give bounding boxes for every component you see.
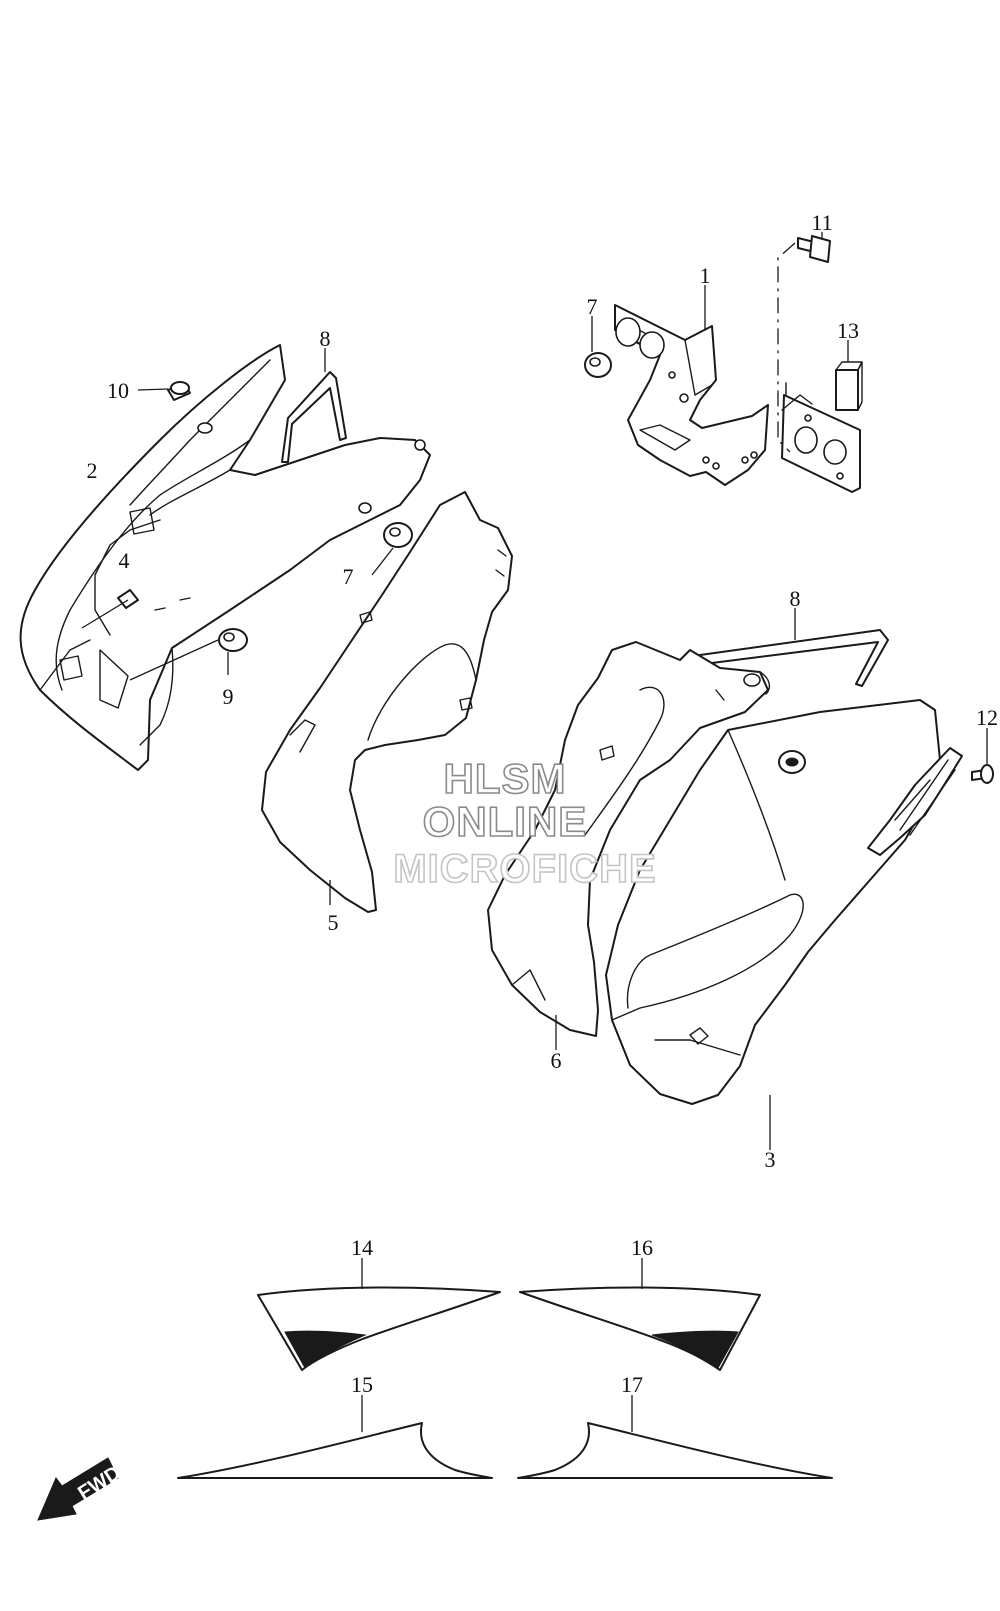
part-1-bracket[interactable] — [614, 304, 861, 493]
part-14-decal[interactable] — [257, 1286, 501, 1371]
callout-12: 12 — [976, 705, 998, 730]
callout-2: 2 — [87, 458, 98, 483]
callout-7-top: 7 — [587, 294, 598, 319]
part-6-inner-panel[interactable] — [487, 641, 771, 1037]
callout-3: 3 — [765, 1147, 776, 1172]
watermark-line-3: MICROFICHE — [393, 847, 656, 891]
part-16-decal[interactable] — [519, 1286, 761, 1371]
callout-17: 17 — [621, 1372, 643, 1397]
part-9-grommet[interactable] — [218, 628, 248, 652]
watermark-line-2: ONLINE — [423, 798, 588, 845]
fwd-arrow-badge: FWD — [37, 1457, 125, 1521]
callout-7-middle: 7 — [343, 564, 354, 589]
watermark: HLSM ONLINE MICROFICHE — [393, 754, 657, 892]
part-13-pad[interactable] — [835, 361, 863, 411]
callout-11: 11 — [811, 210, 832, 235]
part-8-upper-wire-bracket[interactable] — [281, 371, 347, 463]
callout-15: 15 — [351, 1372, 373, 1397]
callout-9: 9 — [223, 684, 234, 709]
callout-5: 5 — [328, 910, 339, 935]
part-7-middle-grommet[interactable] — [383, 522, 413, 548]
callout-13: 13 — [837, 318, 859, 343]
callout-8-lower: 8 — [790, 586, 801, 611]
part-5-inner-panel[interactable] — [261, 491, 513, 913]
callout-10: 10 — [107, 378, 129, 403]
callout-8-upper: 8 — [320, 326, 331, 351]
part-11-bolt[interactable] — [797, 235, 831, 263]
part-2-left-fairing[interactable] — [19, 344, 431, 771]
callout-labels: 1 2 3 4 5 6 7 7 8 8 9 10 11 12 13 14 15 … — [87, 210, 999, 1397]
part-8-lower-wire-bracket[interactable] — [699, 629, 889, 687]
part-10-screw[interactable] — [167, 381, 191, 401]
callout-16: 16 — [631, 1235, 653, 1260]
callout-4: 4 — [119, 548, 130, 573]
callout-14: 14 — [351, 1235, 373, 1260]
part-17-stripe[interactable] — [517, 1422, 833, 1479]
part-7-top-grommet[interactable] — [584, 352, 612, 378]
part-15-stripe[interactable] — [177, 1422, 493, 1479]
callout-6: 6 — [551, 1048, 562, 1073]
watermark-line-1: HLSM — [444, 755, 567, 802]
part-3-right-cover[interactable] — [605, 699, 963, 1105]
callout-1: 1 — [700, 263, 711, 288]
part-12-screw[interactable] — [971, 764, 994, 784]
